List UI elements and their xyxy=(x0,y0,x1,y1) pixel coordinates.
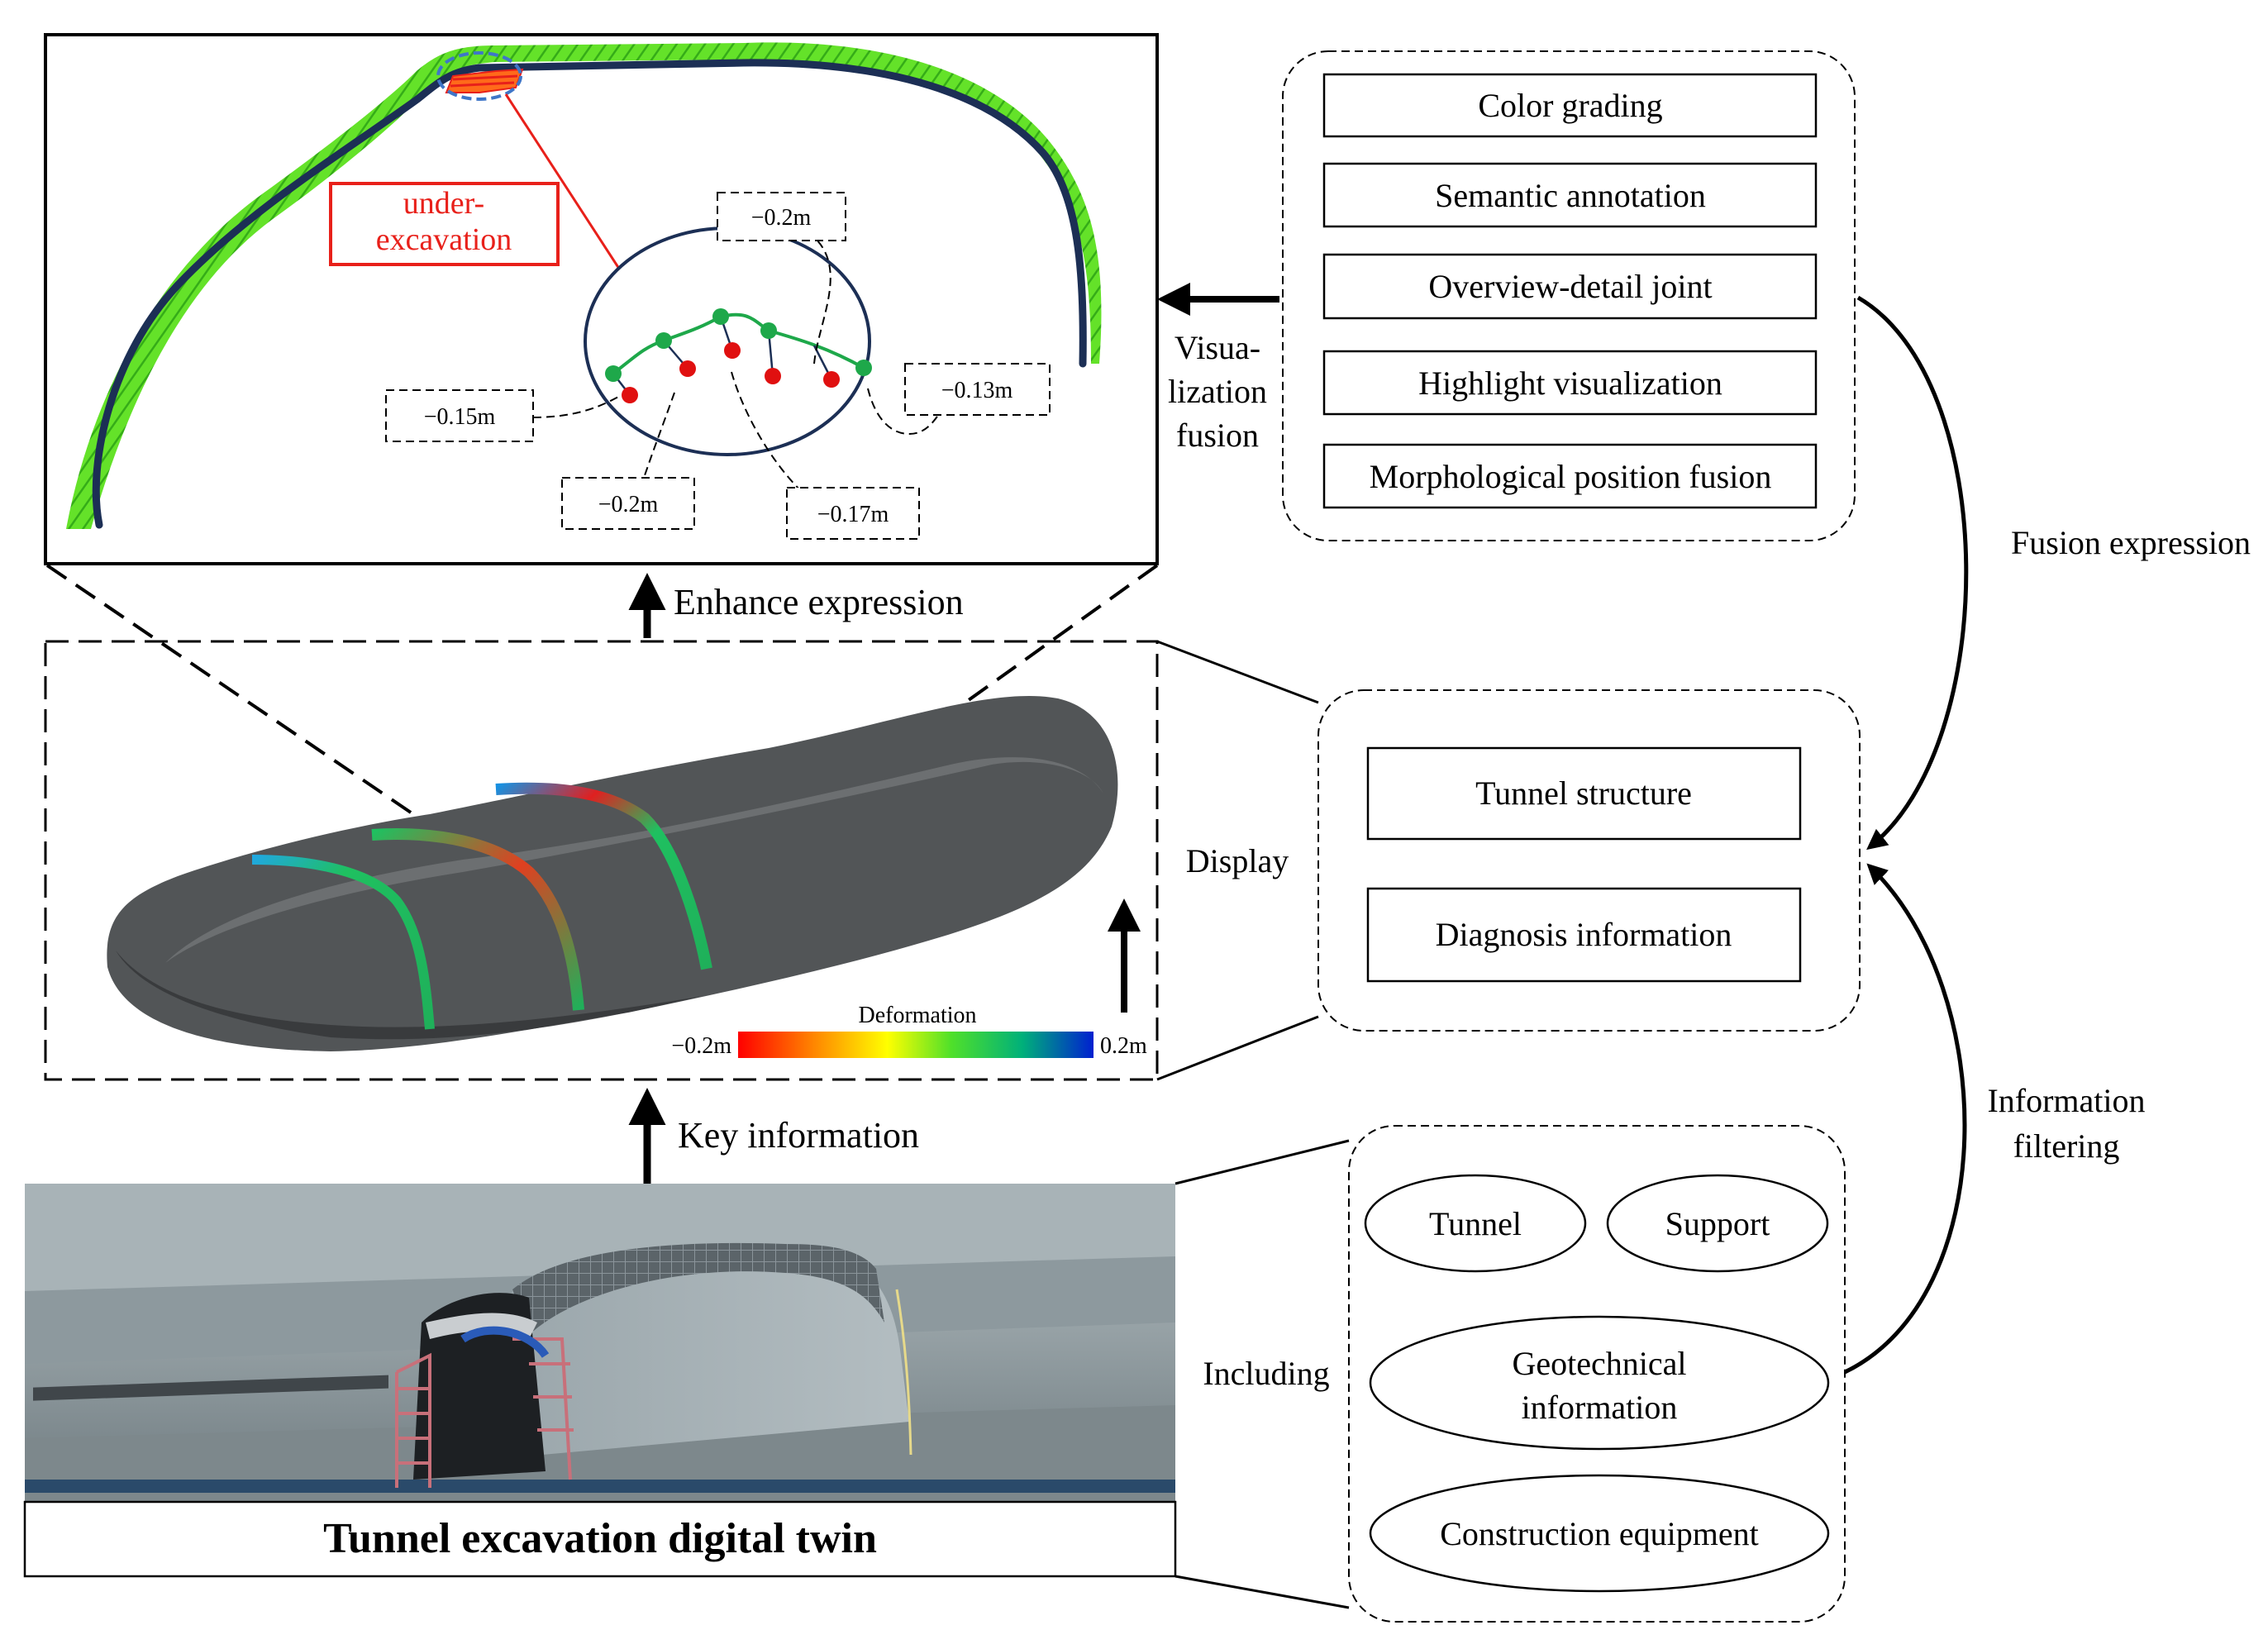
highlight-ellipse xyxy=(436,51,522,101)
point-cloud-panel: Deformation −0.2m 0.2m xyxy=(44,640,1159,1081)
under-excavation-label-1: under- xyxy=(403,186,484,221)
digital-twin-render xyxy=(25,1184,1175,1502)
fusion-method-highlight xyxy=(1322,350,1818,416)
under-excavation-hatch xyxy=(445,68,524,93)
including-item-tunnel xyxy=(1364,1174,1587,1273)
display-connector-bottom xyxy=(1156,1015,1319,1081)
deformation-band-2 xyxy=(371,828,584,1011)
deviation-box-4 xyxy=(561,477,695,530)
fusion-method-overview-detail xyxy=(1322,253,1818,320)
deviation-box-5 xyxy=(786,487,920,540)
including-item-construction-equipment xyxy=(1369,1474,1830,1593)
including-item-label-3: Geotechnical xyxy=(1513,1345,1687,1382)
including-connector-bottom xyxy=(1174,1575,1350,1609)
visualization-fusion-label-1: Visua- xyxy=(1174,329,1260,366)
display-label: Display xyxy=(1186,842,1289,879)
design-profile-line xyxy=(92,59,1087,529)
fusion-methods-group xyxy=(1282,50,1856,541)
enhance-expression-label: Enhance expression xyxy=(674,582,964,622)
under-excavation-label-box xyxy=(329,182,560,266)
deviation-label-4: −0.2m xyxy=(598,492,659,517)
zoom-line-left xyxy=(45,564,415,816)
digital-twin-title-box xyxy=(23,1500,1177,1578)
fusion-method-list: Color grading Semantic annotation Overvi… xyxy=(1322,73,1818,509)
information-filtering-arrow xyxy=(1843,863,1967,1375)
information-filtering-label-2: filtering xyxy=(2013,1127,2120,1165)
including-label: Including xyxy=(1203,1355,1329,1392)
legend-title: Deformation xyxy=(858,1003,976,1028)
detail-ellipse xyxy=(584,226,871,456)
tunnel-point-cloud xyxy=(107,696,1118,1051)
measured-points xyxy=(622,342,840,403)
legend-min: −0.2m xyxy=(671,1033,731,1059)
fusion-method-label-2: Semantic annotation xyxy=(1435,177,1706,214)
deviation-box-3 xyxy=(904,363,1051,416)
including-item-geotechnical xyxy=(1369,1315,1830,1451)
fusion-method-color-grading xyxy=(1322,73,1818,138)
deformation-band-1 xyxy=(251,855,435,1030)
legend-colorbar xyxy=(738,1032,1094,1058)
fusion-method-semantic-annotation xyxy=(1322,162,1818,228)
visualization-fusion-label-3: fusion xyxy=(1176,417,1259,454)
including-item-label-1: Tunnel xyxy=(1429,1205,1522,1242)
fusion-expression-arrow xyxy=(1856,295,1969,851)
display-item-label-2: Diagnosis information xyxy=(1436,916,1732,953)
information-filtering-label-1: Information xyxy=(1987,1082,2145,1119)
deviation-label-5: −0.17m xyxy=(817,502,889,527)
fusion-method-morphological xyxy=(1322,443,1818,509)
profile-panel: under- excavation xyxy=(44,33,1159,565)
deviation-label-3: −0.13m xyxy=(941,378,1013,403)
including-item-label-2: Support xyxy=(1665,1205,1770,1242)
fusion-expression-label: Fusion expression xyxy=(2011,524,2251,561)
display-item-diagnosis-information xyxy=(1366,887,1802,983)
including-item-support xyxy=(1606,1174,1829,1273)
including-item-label-5: Construction equipment xyxy=(1440,1515,1759,1552)
fusion-method-label-4: Highlight visualization xyxy=(1418,365,1722,402)
legend-max: 0.2m xyxy=(1100,1033,1147,1059)
digital-twin-title: Tunnel excavation digital twin xyxy=(323,1515,877,1562)
deformation-band-3 xyxy=(495,782,712,970)
fusion-method-label-5: Morphological position fusion xyxy=(1370,458,1772,495)
including-item-label-4: information xyxy=(1522,1389,1678,1426)
deviation-box-2 xyxy=(385,389,534,442)
design-points xyxy=(605,308,872,382)
display-item-tunnel-structure xyxy=(1366,746,1802,841)
fusion-method-label-3: Overview-detail joint xyxy=(1428,268,1712,305)
including-connector-top xyxy=(1174,1139,1350,1185)
including-group xyxy=(1348,1125,1846,1623)
deviation-box-1 xyxy=(717,192,846,241)
under-excavation-label-2: excavation xyxy=(376,222,512,257)
key-information-label: Key information xyxy=(678,1115,919,1156)
display-connector-top xyxy=(1156,640,1319,704)
visualization-fusion-label-2: lization xyxy=(1168,373,1267,410)
fusion-method-label-1: Color grading xyxy=(1478,87,1662,124)
display-item-label-1: Tunnel structure xyxy=(1475,774,1692,812)
display-group xyxy=(1317,689,1861,1032)
deviation-label-2: −0.15m xyxy=(424,404,496,430)
deviation-label-1: −0.2m xyxy=(751,205,812,231)
pointer-line xyxy=(504,93,631,288)
